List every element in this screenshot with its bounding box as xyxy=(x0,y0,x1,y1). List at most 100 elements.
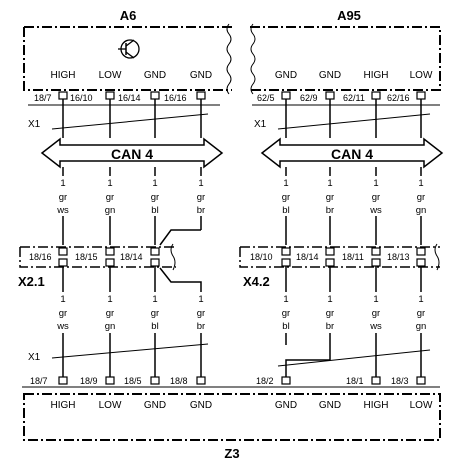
wire-color-2: bl xyxy=(282,205,289,216)
x2-1-pin: 18/15 xyxy=(75,252,98,262)
wire-labels-left-lower: 1 gr ws 1 gr gn 1 gr bl 1 gr br xyxy=(56,294,205,332)
wire-color-2: br xyxy=(326,321,334,332)
wire-number: 1 xyxy=(327,294,332,305)
wire-color-2: gn xyxy=(105,321,116,332)
a6-pin: 16/10 xyxy=(70,93,93,103)
wire-number: 1 xyxy=(107,294,112,305)
wire-color-1: gr xyxy=(106,308,114,319)
a95-terminal-gnd: GND xyxy=(319,70,341,81)
wire-number: 1 xyxy=(107,178,112,189)
wire-color-2: ws xyxy=(369,205,382,216)
can4-bus-left: CAN 4 xyxy=(40,137,224,169)
wire-color-1: gr xyxy=(372,192,380,203)
a95-terminal-low: LOW xyxy=(410,70,433,81)
wire-number: 1 xyxy=(418,178,423,189)
connector-x4-2: 18/10 18/14 18/11 18/13 X4.2 xyxy=(239,243,440,289)
x4-2-pin: 18/13 xyxy=(387,252,410,262)
wire-number: 1 xyxy=(152,178,157,189)
wire-color-2: br xyxy=(197,205,205,216)
a95-terminal-gnd: GND xyxy=(275,70,297,81)
z3-terminal-gnd: GND xyxy=(190,400,212,411)
a6-terminal-high: HIGH xyxy=(51,70,76,81)
module-a6-border xyxy=(23,26,232,91)
wire-color-1: gr xyxy=(282,192,290,203)
wire-color-1: gr xyxy=(372,308,380,319)
z3-pin: 18/8 xyxy=(170,376,188,386)
a95-pin: 62/11 xyxy=(343,93,365,103)
x2-1-label: X2.1 xyxy=(18,274,45,289)
x4-2-pin: 18/11 xyxy=(342,252,364,262)
module-a95-title: A95 xyxy=(337,8,361,23)
z3-terminal-gnd: GND xyxy=(275,400,297,411)
wire-number: 1 xyxy=(152,294,157,305)
z3-pin: 18/3 xyxy=(391,376,409,386)
x4-2-pin: 18/10 xyxy=(250,252,273,262)
wire-number: 1 xyxy=(283,294,288,305)
wires-bottom xyxy=(51,333,431,378)
wire-color-1: gr xyxy=(151,308,159,319)
wire-number: 1 xyxy=(198,294,203,305)
z3-terminal-low: LOW xyxy=(99,400,122,411)
z3-pin: 18/5 xyxy=(124,376,142,386)
wire-number: 1 xyxy=(60,178,65,189)
x1-label-bottom: X1 xyxy=(28,352,41,363)
wire-number: 1 xyxy=(373,294,378,305)
wire-color-1: gr xyxy=(197,308,205,319)
wire-color-1: gr xyxy=(326,308,334,319)
a6-pin: 18/7 xyxy=(34,93,52,103)
wire-labels-right-upper: 1 gr bl 1 gr br 1 gr ws 1 gr gn xyxy=(282,178,427,216)
x1-label-top-right: X1 xyxy=(254,119,267,130)
wire-number: 1 xyxy=(60,294,65,305)
wire-color-2: ws xyxy=(369,321,382,332)
x4-2-label: X4.2 xyxy=(243,274,270,289)
x4-2-pin: 18/14 xyxy=(296,252,319,262)
a95-pin: 62/5 xyxy=(257,93,275,103)
z3-terminal-gnd: GND xyxy=(144,400,166,411)
a6-pin: 16/16 xyxy=(164,93,187,103)
wires-mid-lower xyxy=(62,266,422,292)
z3-terminal-gnd: GND xyxy=(319,400,341,411)
wire-color-1: gr xyxy=(59,308,67,319)
wire-color-1: gr xyxy=(417,308,425,319)
a95-terminal-high: HIGH xyxy=(364,70,389,81)
x2-1-pin: 18/14 xyxy=(120,252,143,262)
wire-color-2: gn xyxy=(416,321,427,332)
can4-label-right: CAN 4 xyxy=(331,146,373,162)
wire-number: 1 xyxy=(198,178,203,189)
z3-terminal-high: HIGH xyxy=(364,400,389,411)
upper-pin-stubs xyxy=(58,91,426,100)
can4-bus-right: CAN 4 xyxy=(260,137,444,169)
a6-terminal-gnd: GND xyxy=(190,70,212,81)
z3-terminal-low: LOW xyxy=(410,400,433,411)
wire-color-2: br xyxy=(197,321,205,332)
wire-color-2: bl xyxy=(151,321,158,332)
transistor-icon xyxy=(118,39,140,59)
wire-color-1: gr xyxy=(326,192,334,203)
a95-pin: 62/16 xyxy=(387,93,410,103)
module-a6-title: A6 xyxy=(120,8,137,23)
z3-pin: 18/1 xyxy=(346,376,364,386)
wire-number: 1 xyxy=(373,178,378,189)
wire-color-2: bl xyxy=(282,321,289,332)
wire-color-2: gn xyxy=(416,205,427,216)
wire-color-2: br xyxy=(326,205,334,216)
wires-mid-upper xyxy=(62,216,422,246)
module-a95-break-line xyxy=(250,23,256,95)
module-z3-border xyxy=(23,393,441,441)
wire-number: 1 xyxy=(283,178,288,189)
module-z3: 18/7 18/9 18/5 18/8 18/2 18/1 18/3 HIGH … xyxy=(22,376,441,461)
wire-color-1: gr xyxy=(417,192,425,203)
wire-color-2: ws xyxy=(56,205,69,216)
z3-pin: 18/2 xyxy=(256,376,274,386)
wire-number: 1 xyxy=(327,178,332,189)
wire-color-2: gn xyxy=(105,205,116,216)
wire-color-1: gr xyxy=(151,192,159,203)
wire-color-1: gr xyxy=(282,308,290,319)
module-a95-border xyxy=(250,26,441,91)
a6-terminal-low: LOW xyxy=(99,70,122,81)
wire-labels-right-lower: 1 gr bl 1 gr br 1 gr ws 1 gr gn xyxy=(282,294,427,332)
wire-color-1: gr xyxy=(59,192,67,203)
wire-color-2: bl xyxy=(151,205,158,216)
wires-below-bus xyxy=(62,167,422,176)
